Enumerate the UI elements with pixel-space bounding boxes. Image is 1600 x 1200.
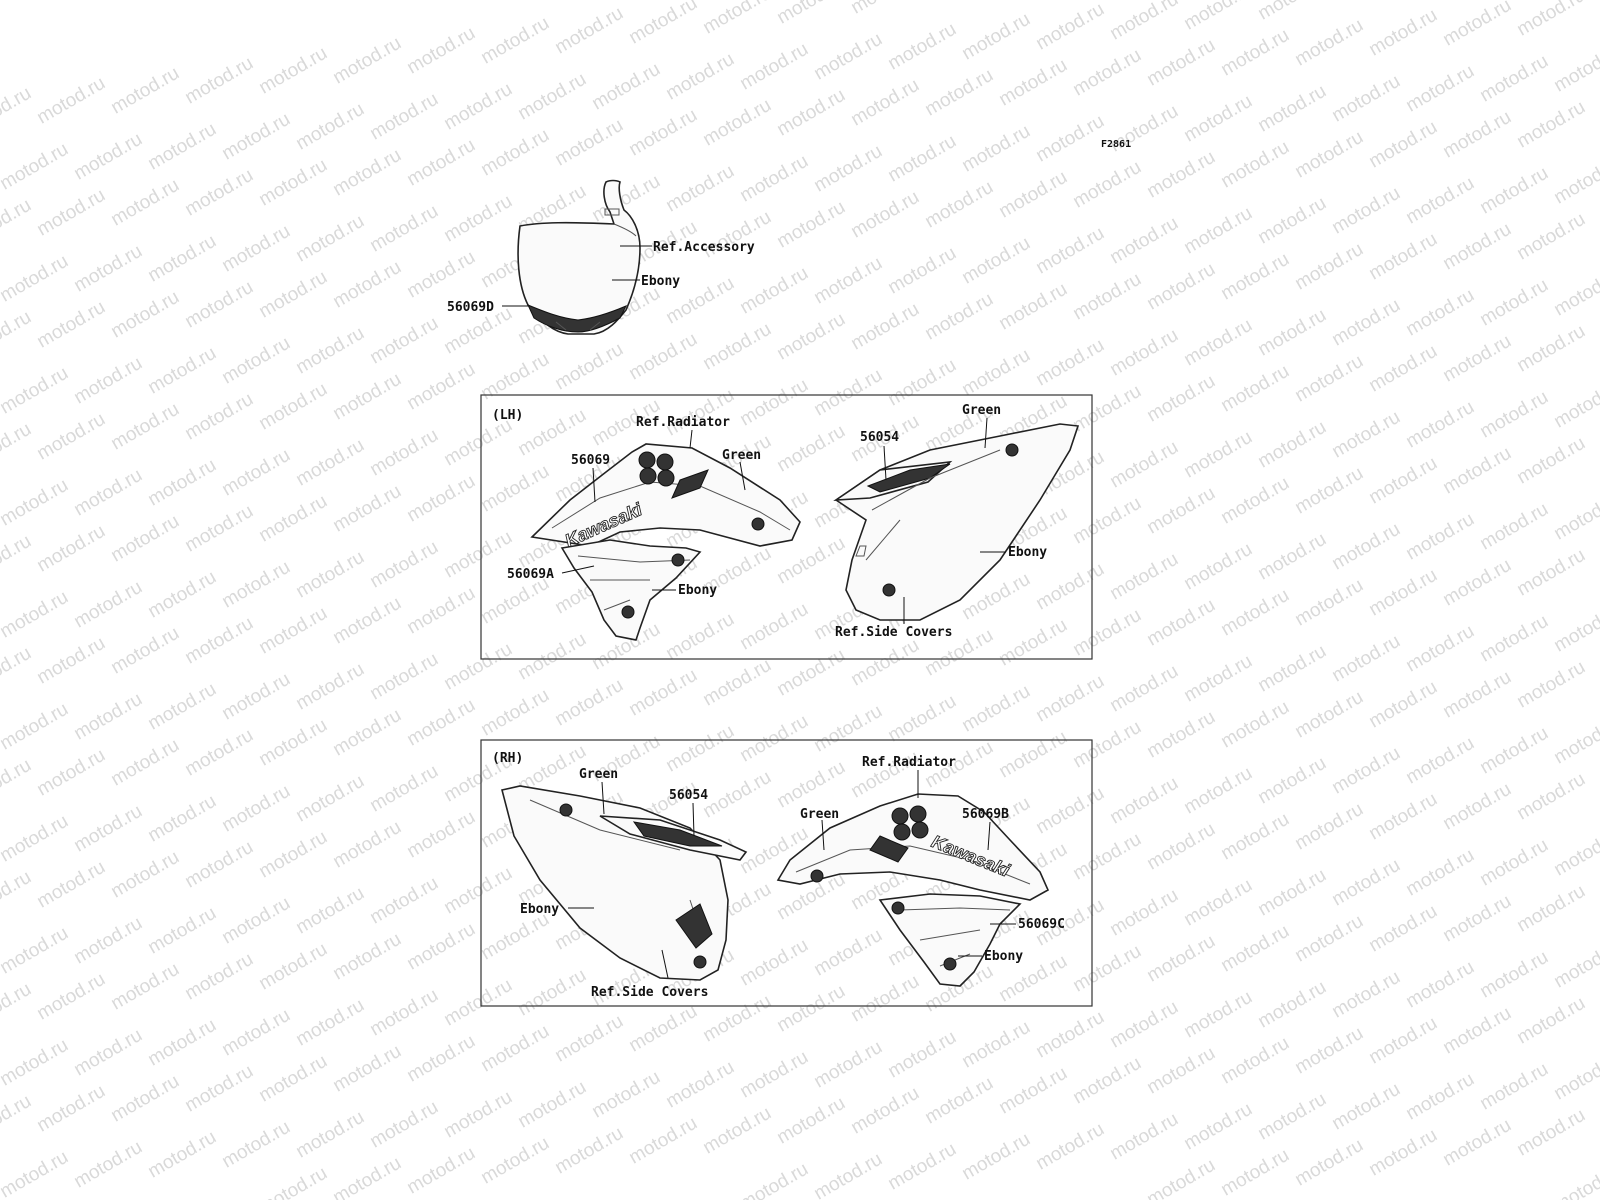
lh-shroud-upper	[530, 443, 801, 547]
rh-shroud-stripes	[869, 835, 909, 863]
plate-edge-line	[613, 223, 637, 237]
leader-56069	[592, 467, 596, 503]
lh-shroud-lower	[560, 539, 702, 641]
leader-lh-ref-radiator	[689, 429, 693, 449]
rh-shroud-hole-4	[911, 821, 929, 839]
label-lh-56054: 56054	[860, 430, 899, 445]
lh-shroud-hole-2	[656, 453, 674, 471]
rh-side-cover	[501, 785, 748, 981]
rh-panel-label: (RH)	[492, 751, 523, 766]
plate-decal-detail	[555, 321, 601, 331]
rh-shroud-lower	[878, 893, 1022, 987]
lh-shroud-bolt	[751, 517, 765, 531]
label-rh-56054: 56054	[669, 788, 708, 803]
leader-lh-shroud-green	[739, 461, 746, 491]
plate-decal-56069d	[527, 304, 628, 333]
lh-panel-frame	[480, 394, 1093, 660]
lh-side-cover	[833, 423, 1080, 621]
label-rh-shroud-ebony: Ebony	[984, 949, 1023, 964]
rh-shroud-hole-2	[909, 805, 927, 823]
lh-shroud-hole-3	[639, 467, 657, 485]
lh-side-cover-lines	[865, 449, 1001, 561]
rh-shroud-lower-bolt-2	[943, 957, 957, 971]
lh-shroud-hole-1	[638, 451, 656, 469]
leader-lh-cover-green	[984, 417, 988, 449]
label-lh-ref-side-covers: Ref.Side Covers	[835, 625, 952, 640]
label-rh-ref-side-covers: Ref.Side Covers	[591, 985, 708, 1000]
rh-shroud-hole-3	[893, 823, 911, 841]
lh-shroud-lower-bolt-2	[621, 605, 635, 619]
lh-side-cover-slot	[855, 545, 867, 557]
label-56069: 56069	[571, 453, 610, 468]
lh-shroud-hole-4	[657, 469, 675, 487]
lh-shroud: Kawasaki	[530, 443, 801, 641]
label-lh-shroud-green: Green	[722, 448, 761, 463]
lh-panel-label: (LH)	[492, 408, 523, 423]
label-plate-ebony: Ebony	[641, 274, 680, 289]
label-lh-ref-radiator: Ref.Radiator	[636, 415, 730, 430]
label-56069b: 56069B	[962, 807, 1009, 822]
rh-side-cover-bolt-top	[559, 803, 573, 817]
number-plate-body	[517, 179, 641, 335]
figure-code: F2861	[1101, 139, 1131, 150]
rh-shroud-hole-1	[891, 807, 909, 825]
lh-shroud-lower-bolt	[671, 553, 685, 567]
label-ref-accessory: Ref.Accessory	[653, 240, 755, 255]
number-plate	[517, 179, 641, 335]
label-56069c: 56069C	[1018, 917, 1065, 932]
label-56069d: 56069D	[447, 300, 494, 315]
lh-side-cover-bolt-top	[1005, 443, 1019, 457]
leader-rh-shroud-green	[821, 819, 825, 851]
label-rh-cover-ebony: Ebony	[520, 902, 559, 917]
rh-side-cover-vent	[675, 903, 713, 949]
lh-shroud-stripes	[671, 469, 709, 499]
leader-56069b	[987, 821, 991, 851]
label-rh-cover-green: Green	[579, 767, 618, 782]
lh-side-cover-body	[834, 423, 1080, 621]
lh-side-cover-bolt-bottom	[882, 583, 896, 597]
label-lh-cover-ebony: Ebony	[1008, 545, 1047, 560]
label-rh-ref-radiator: Ref.Radiator	[862, 755, 956, 770]
rh-side-cover-bolt-bottom	[693, 955, 707, 969]
rh-panel-frame	[480, 739, 1093, 1007]
leader-rh-cover-green	[601, 781, 605, 815]
rh-shroud-lower-bolt	[891, 901, 905, 915]
lh-side-cover-decal-56054	[866, 463, 951, 493]
rh-shroud-bolt	[810, 869, 824, 883]
leader-rh-56054	[692, 802, 695, 837]
rh-shroud-crease	[795, 845, 1031, 885]
leader-56069a	[561, 565, 595, 574]
label-lh-shroud-ebony: Ebony	[678, 583, 717, 598]
label-rh-shroud-green: Green	[800, 807, 839, 822]
rh-shroud: Kawasaki	[776, 793, 1050, 987]
label-56069a: 56069A	[507, 567, 554, 582]
label-lh-cover-green: Green	[962, 403, 1001, 418]
leader-lh-56054	[883, 445, 887, 481]
lh-shroud-crease	[551, 481, 791, 531]
rh-side-cover-decal-56054	[632, 821, 723, 847]
leader-rh-ref-side-covers	[661, 949, 669, 979]
rh-side-cover-body	[501, 785, 729, 981]
plate-strap-slot	[604, 208, 620, 216]
